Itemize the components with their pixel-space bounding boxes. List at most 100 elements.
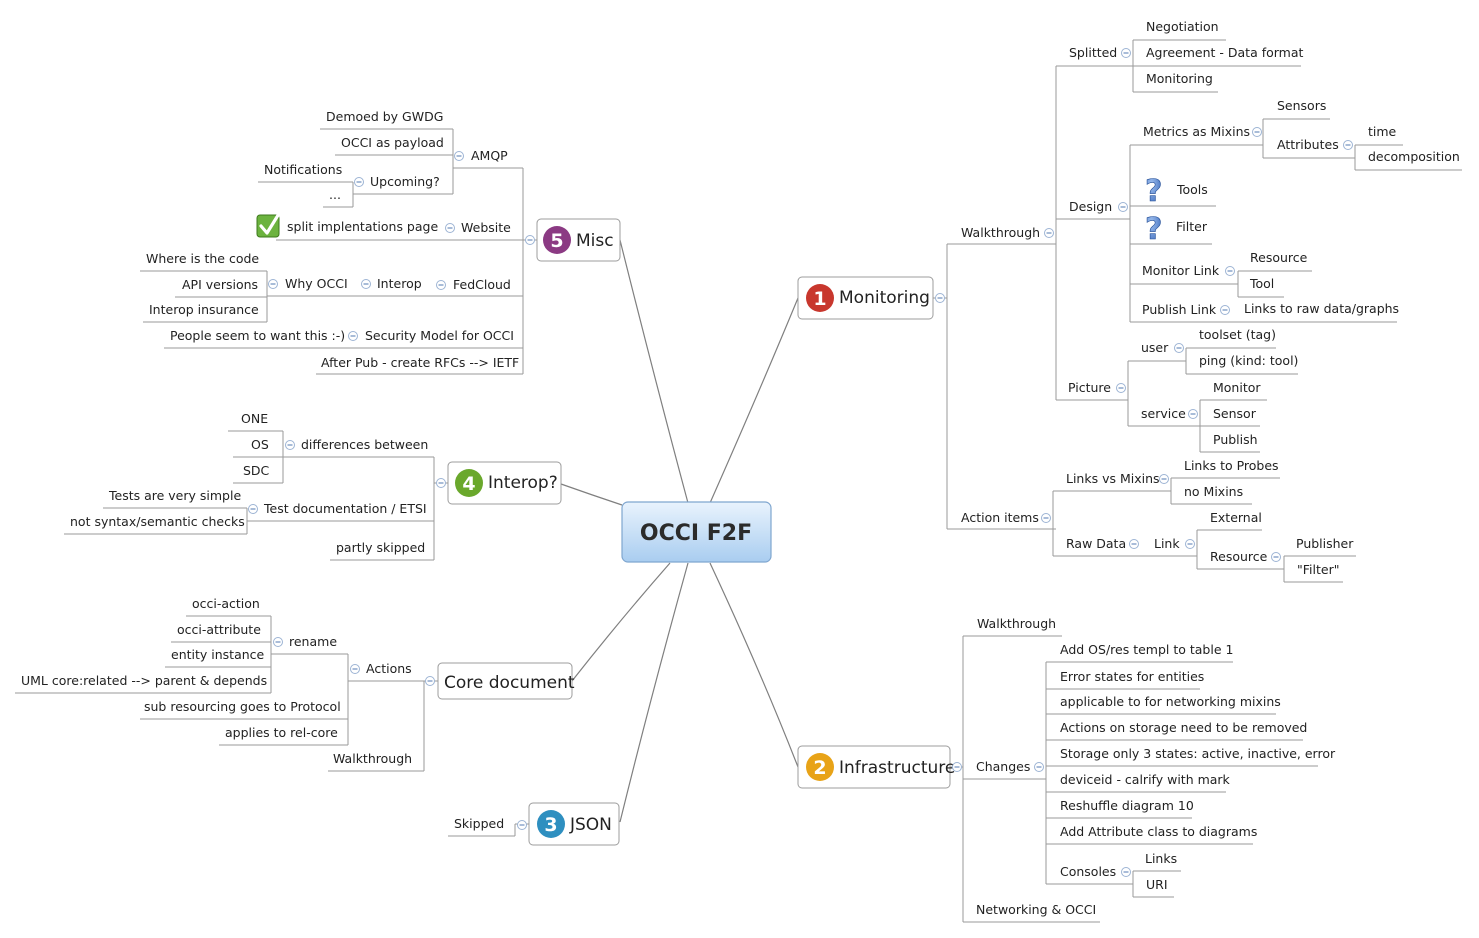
node-link[interactable]: Link	[1154, 536, 1180, 551]
node-upcoming[interactable]: Upcoming?	[370, 174, 440, 189]
node-change-item[interactable]: Error states for entities	[1060, 669, 1204, 684]
node-publish-link[interactable]: Publish Link	[1142, 302, 1217, 317]
node-walkthrough[interactable]: Walkthrough	[961, 225, 1040, 240]
collapse-toggle-icon[interactable]	[1185, 539, 1195, 549]
node-tests-simple[interactable]: Tests are very simple	[108, 488, 241, 503]
node-not-syntax[interactable]: not syntax/semantic checks	[70, 514, 245, 529]
node-picture[interactable]: Picture	[1068, 380, 1111, 395]
node-rename[interactable]: rename	[289, 634, 337, 649]
node-sensors[interactable]: Sensors	[1277, 98, 1326, 113]
collapse-toggle-icon[interactable]	[350, 664, 360, 674]
node-interop-insurance[interactable]: Interop insurance	[149, 302, 259, 317]
node-design[interactable]: Design	[1069, 199, 1112, 214]
node-no-mixins[interactable]: no Mixins	[1184, 484, 1243, 499]
collapse-toggle-icon[interactable]	[285, 440, 295, 450]
central-topic[interactable]: OCCI F2F	[621, 501, 772, 563]
collapse-toggle-icon[interactable]	[1041, 513, 1051, 523]
node-attributes[interactable]: Attributes	[1277, 137, 1339, 152]
node-resource[interactable]: Resource	[1250, 250, 1308, 265]
node-rename-item[interactable]: occi-attribute	[177, 622, 261, 637]
node-demoed[interactable]: Demoed by GWDG	[326, 109, 443, 124]
collapse-toggle-icon[interactable]	[454, 151, 464, 161]
node-os[interactable]: OS	[251, 437, 269, 452]
node-rd-resource[interactable]: Resource	[1210, 549, 1268, 564]
node-splitted[interactable]: Splitted	[1069, 45, 1117, 60]
collapse-toggle-icon[interactable]	[1225, 266, 1235, 276]
collapse-toggle-icon[interactable]	[1252, 127, 1262, 137]
node-why-occi[interactable]: Why OCCI	[285, 276, 348, 291]
node-rename-item[interactable]: occi-action	[192, 596, 260, 611]
collapse-toggle-icon[interactable]	[952, 762, 962, 772]
node-toolset[interactable]: toolset (tag)	[1199, 327, 1276, 342]
collapse-toggle-icon[interactable]	[1034, 762, 1044, 772]
collapse-toggle-icon[interactable]	[1343, 140, 1353, 150]
collapse-toggle-icon[interactable]	[248, 504, 258, 514]
collapse-toggle-icon[interactable]	[1220, 305, 1230, 315]
node-api-versions[interactable]: API versions	[182, 277, 258, 292]
node-links-to-probes[interactable]: Links to Probes	[1184, 458, 1279, 473]
node-test-documentation[interactable]: Test documentation / ETSI	[263, 501, 427, 516]
node-change-item[interactable]: applicable to for networking mixins	[1060, 694, 1281, 709]
node-tool[interactable]: Tool	[1249, 276, 1274, 291]
node-action-items[interactable]: Action items	[961, 510, 1039, 525]
node-rename-item[interactable]: entity instance	[171, 647, 265, 662]
node-after-pub[interactable]: After Pub - create RFCs --> IETF	[321, 355, 519, 370]
node-skipped[interactable]: Skipped	[454, 816, 504, 831]
collapse-toggle-icon[interactable]	[1044, 228, 1054, 238]
collapse-toggle-icon[interactable]	[935, 293, 945, 303]
node-external[interactable]: External	[1210, 510, 1262, 525]
collapse-toggle-icon[interactable]	[354, 177, 364, 187]
node-filter[interactable]: Filter	[1176, 219, 1208, 234]
node-negotiation[interactable]: Negotiation	[1146, 19, 1219, 34]
node-walkthrough[interactable]: Walkthrough	[333, 751, 412, 766]
node-changes[interactable]: Changes	[976, 759, 1030, 774]
node-rename-item[interactable]: UML core:related --> parent & depends	[21, 673, 267, 688]
collapse-toggle-icon[interactable]	[445, 223, 455, 233]
node-actions[interactable]: Actions	[366, 661, 412, 676]
node-monitor-link[interactable]: Monitor Link	[1142, 263, 1220, 278]
topic-interop[interactable]: 4 Interop?	[447, 461, 562, 505]
node-raw-data[interactable]: Raw Data	[1066, 536, 1126, 551]
node-dots[interactable]: ...	[329, 187, 341, 202]
node-change-item[interactable]: Add Attribute class to diagrams	[1060, 824, 1257, 839]
node-sub-resourcing[interactable]: sub resourcing goes to Protocol	[144, 699, 341, 714]
node-svc-publish[interactable]: Publish	[1213, 432, 1258, 447]
node-networking[interactable]: Networking & OCCI	[976, 902, 1096, 917]
node-filter-quoted[interactable]: "Filter"	[1297, 562, 1339, 577]
collapse-toggle-icon[interactable]	[525, 235, 535, 245]
node-interop[interactable]: Interop	[377, 276, 422, 291]
collapse-toggle-icon[interactable]	[1121, 867, 1131, 877]
node-website[interactable]: Website	[461, 220, 511, 235]
topic-monitoring[interactable]: 1 Monitoring	[797, 276, 934, 320]
node-security-model[interactable]: Security Model for OCCI	[365, 328, 514, 343]
collapse-toggle-icon[interactable]	[268, 279, 278, 289]
node-links-vs-mixins[interactable]: Links vs Mixins	[1066, 471, 1160, 486]
node-decomposition[interactable]: decomposition	[1368, 149, 1460, 164]
node-change-item[interactable]: Add OS/res templ to table 1	[1060, 642, 1233, 657]
node-change-item[interactable]: Storage only 3 states: active, inactive,…	[1060, 746, 1336, 761]
collapse-toggle-icon[interactable]	[1159, 474, 1169, 484]
node-where-code[interactable]: Where is the code	[146, 251, 259, 266]
node-split-implementations[interactable]: split implentations page	[287, 219, 438, 234]
topic-infrastructure[interactable]: 2 Infrastructure	[797, 745, 955, 789]
node-publisher[interactable]: Publisher	[1296, 536, 1354, 551]
node-uri[interactable]: URI	[1146, 877, 1168, 892]
collapse-toggle-icon[interactable]	[1174, 343, 1184, 353]
node-people[interactable]: People seem to want this :-)	[170, 328, 345, 343]
node-links[interactable]: Links	[1145, 851, 1177, 866]
node-amqp[interactable]: AMQP	[471, 148, 508, 163]
collapse-toggle-icon[interactable]	[1118, 202, 1128, 212]
collapse-toggle-icon[interactable]	[436, 478, 446, 488]
collapse-toggle-icon[interactable]	[425, 676, 435, 686]
collapse-toggle-icon[interactable]	[1129, 539, 1139, 549]
collapse-toggle-icon[interactable]	[1116, 383, 1126, 393]
node-partly-skipped[interactable]: partly skipped	[336, 540, 425, 555]
node-agreement[interactable]: Agreement - Data format	[1146, 45, 1304, 60]
topic-misc[interactable]: 5 Misc	[536, 218, 621, 262]
node-change-item[interactable]: Actions on storage need to be removed	[1060, 720, 1307, 735]
node-occi-payload[interactable]: OCCI as payload	[341, 135, 444, 150]
node-one[interactable]: ONE	[241, 411, 268, 426]
node-links-raw[interactable]: Links to raw data/graphs	[1244, 301, 1399, 316]
topic-json[interactable]: 3 JSON	[528, 802, 620, 846]
node-service[interactable]: service	[1141, 406, 1186, 421]
